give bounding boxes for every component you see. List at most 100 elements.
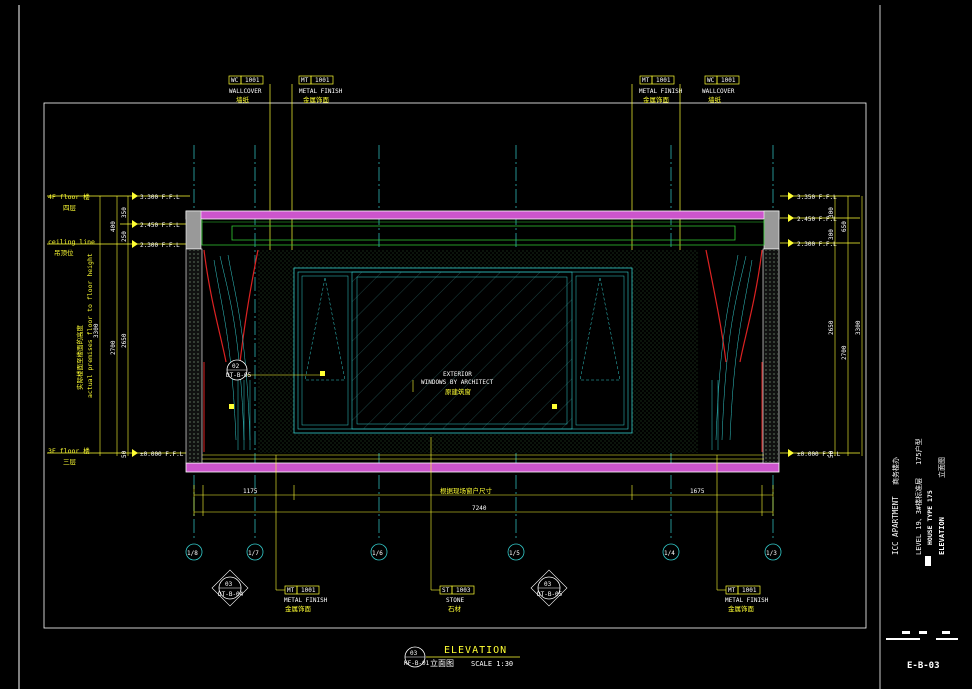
- callout-left-detail: 02 DT-B-05: [226, 359, 325, 381]
- grid-bubble-3: 1/6: [372, 550, 383, 557]
- dim-right-3300: 3300: [855, 320, 862, 335]
- bottom-callout-2-sheet: DT-B-05: [537, 591, 563, 598]
- right-levels: 3.350 F.F.L 2.450 F.F.L 2.300 F.F.L ±0.0…: [780, 192, 863, 458]
- top-tag-1-cn: 墙纸: [236, 95, 250, 104]
- ffl-right-mid2: 2.300 F.F.L: [797, 241, 837, 248]
- grid-bubble-6: 1/3: [766, 550, 777, 557]
- ffl-right-mid1: 2.450 F.F.L: [797, 216, 837, 223]
- top-tag-1-code: WC: [231, 77, 239, 84]
- window-line1: EXTERIOR: [443, 371, 472, 378]
- exterior-window: EXTERIOR WINDOWS BY ARCHITECT 原建筑窗: [293, 267, 633, 434]
- title-block: ICC APARTMENT 商务楼办 LEVEL 19、3#楼标准层 175户型…: [886, 438, 958, 671]
- bottom-tag-2-num: 1003: [456, 587, 471, 594]
- level-4f-en: 4F floor 楼: [48, 192, 90, 201]
- tb-sheet-no: E-B-03: [907, 661, 940, 671]
- ffl-left-bottom: ±0.000 F.F.L: [140, 451, 184, 458]
- title-label: ELEVATION: [444, 645, 507, 656]
- top-tag-4-en: WALLCOVER: [702, 88, 735, 95]
- top-tag-4-cn: 墙纸: [708, 95, 722, 104]
- bottom-callout-2: 03 DT-B-05: [530, 569, 568, 607]
- vertical-note-en: actual premises floor to floor height: [86, 253, 94, 398]
- bottom-tag-3-num: 1001: [742, 587, 757, 594]
- horizontal-dimensions: 1175 根据现场窗户尺寸 1675 7240: [193, 485, 774, 516]
- top-tag-2-cn: 金属饰面: [303, 95, 330, 104]
- left-column-hatch: [187, 250, 201, 462]
- top-tag-1-num: 1001: [245, 77, 260, 84]
- top-tag-3-en: METAL FINISH: [639, 88, 683, 95]
- title-scale: SCALE 1:30: [471, 660, 513, 668]
- top-tag-2-num: 1001: [315, 77, 330, 84]
- tb-house: HOUSE TYPE 175: [926, 490, 934, 545]
- ffl-left-top: 3.300 F.F.L: [140, 194, 180, 201]
- dim-h-center: 根据现场窗户尺寸: [440, 486, 493, 495]
- tb-level: LEVEL 19、3#楼标准层: [914, 478, 923, 555]
- bottom-tag-1-code: MT: [287, 587, 295, 594]
- level-ceiling-cn: 吊顶位: [54, 248, 74, 257]
- callout-left-sheet: DT-B-05: [226, 372, 252, 379]
- level-3f-cn: 三层: [63, 458, 77, 466]
- top-tag-1-en: WALLCOVER: [229, 88, 262, 95]
- dim-right-2650: 2650: [828, 320, 835, 335]
- level-4f-cn: 四层: [63, 204, 77, 212]
- ffl-left-mid2: 2.300 F.F.L: [140, 242, 180, 249]
- grid-bubble-5: 1/4: [664, 550, 675, 557]
- dim-right-300a: 300: [828, 207, 835, 218]
- bottom-tag-1-cn: 金属饰面: [285, 604, 312, 613]
- window-line2: WINDOWS BY ARCHITECT: [421, 379, 494, 386]
- dim-left-250: 250: [121, 231, 128, 242]
- grid-bubbles: 1/8 1/7 1/6 1/5 1/4 1/3: [185, 543, 782, 561]
- bottom-tag-2-cn: 石材: [448, 604, 462, 613]
- dim-h-total: 7240: [472, 505, 487, 512]
- level-ceiling-en: ceiling line: [48, 238, 95, 246]
- bottom-tag-2-code: ST: [442, 587, 450, 594]
- dim-right-650: 650: [841, 221, 848, 232]
- top-tag-3-cn: 金属饰面: [643, 95, 670, 104]
- tb-project: ICC APARTMENT: [891, 496, 900, 555]
- tb-elevation-cn: 立面图: [937, 457, 946, 478]
- level-3f-en: 3F floor 楼: [48, 446, 90, 455]
- dim-right-50: 50: [828, 450, 835, 458]
- ffl-left-mid1: 2.450 F.F.L: [140, 222, 180, 229]
- bottom-tag-1-en: METAL FINISH: [284, 597, 328, 604]
- window-cn: 原建筑窗: [445, 387, 471, 396]
- top-tag-3-code: MT: [642, 77, 650, 84]
- vertical-note-cn: 实际楼面至楼面的高度: [75, 325, 84, 391]
- bottom-tag-3-code: MT: [728, 587, 736, 594]
- dim-left-2700: 2700: [110, 340, 117, 355]
- bottom-tag-3-en: METAL FINISH: [725, 597, 769, 604]
- title-num: 03: [410, 650, 418, 657]
- dim-left-50: 50: [121, 450, 128, 458]
- dim-right-300b: 300: [828, 229, 835, 240]
- dim-left-400: 400: [110, 221, 117, 232]
- bottom-callout-1: 03 DT-B-04: [211, 569, 249, 607]
- dim-right-2700: 2700: [841, 345, 848, 360]
- bottom-callout-2-num: 03: [544, 581, 552, 588]
- right-curtain: [705, 249, 763, 452]
- ffl-right-bottom: ±0.000 F.F.L: [797, 451, 841, 458]
- tb-project-cn: 商务楼办: [891, 457, 900, 485]
- left-curtain: [203, 249, 259, 452]
- dim-h-right: 1675: [690, 488, 705, 495]
- drawing-title: 03 KF-B-01 ELEVATION 立面图 SCALE 1:30: [404, 645, 520, 668]
- dim-left-350: 350: [121, 207, 128, 218]
- top-tag-3-num: 1001: [656, 77, 671, 84]
- dim-left-2650: 2650: [121, 333, 128, 348]
- bottom-tag-2: ST 1003 STONE 石材: [430, 437, 475, 613]
- top-tag-4-code: WC: [707, 77, 715, 84]
- bottom-callout-1-num: 03: [225, 581, 233, 588]
- callout-left-num: 02: [232, 363, 240, 370]
- bottom-tag-3-cn: 金属饰面: [728, 604, 755, 613]
- bottom-callout-1-sheet: DT-B-04: [218, 591, 244, 598]
- grid-bubble-2: 1/7: [248, 550, 259, 557]
- marker-square-right: [552, 404, 557, 409]
- marker-square-left: [229, 404, 234, 409]
- dim-h-left: 1175: [243, 488, 258, 495]
- tb-marker: [925, 556, 931, 566]
- tb-elevation: ELEVATION: [938, 517, 946, 555]
- ffl-right-top: 3.350 F.F.L: [797, 194, 837, 201]
- dim-left-3300: 3300: [93, 323, 100, 338]
- bottom-tag-2-en: STONE: [446, 597, 464, 604]
- bottom-tag-1-num: 1001: [301, 587, 316, 594]
